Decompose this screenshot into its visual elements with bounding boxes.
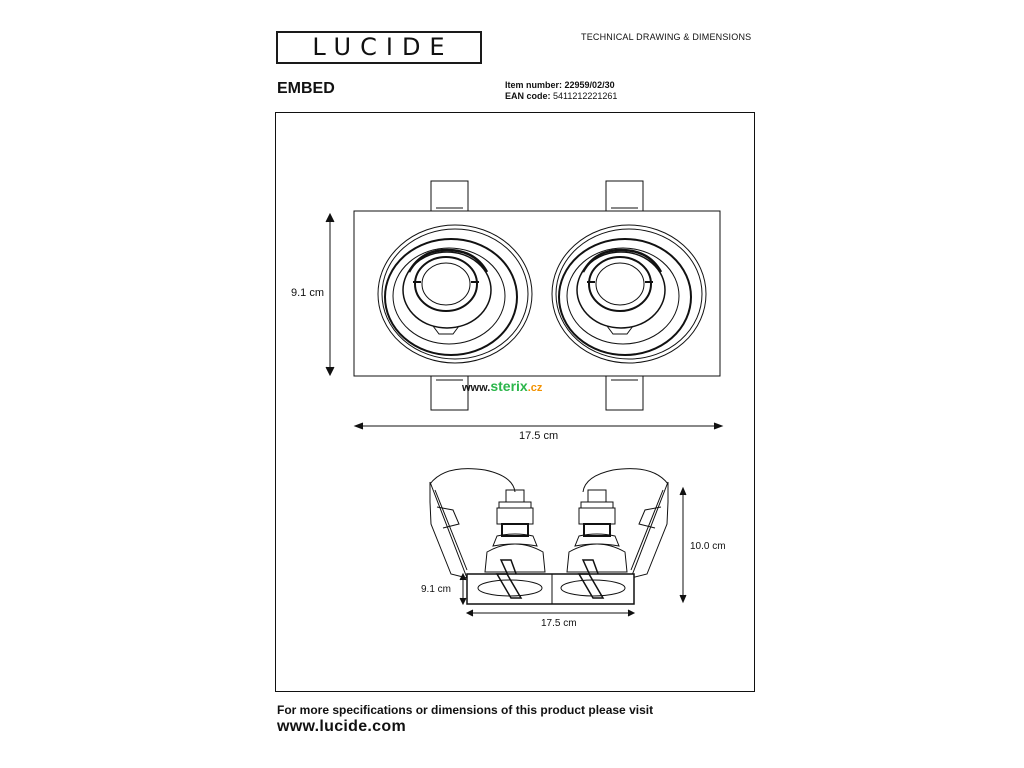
- watermark-prefix: www.: [462, 382, 491, 394]
- item-number-label: Item number:: [505, 80, 563, 90]
- drawing-frame: [275, 112, 755, 692]
- side-view-width-label: 17.5 cm: [541, 618, 577, 629]
- top-view-height-dimension: [325, 212, 335, 377]
- side-view: [429, 468, 687, 617]
- technical-drawing: 9.1 cm 17.5 cm 9.1 cm 10.0 cm 17.5 cm: [291, 180, 726, 629]
- footer-text: For more specifications or dimensions of…: [277, 703, 654, 717]
- document-title: TECHNICAL DRAWING & DIMENSIONS: [581, 32, 752, 42]
- ean-code-value: 5411212221261: [553, 91, 618, 101]
- side-view-height-label: 9.1 cm: [421, 584, 451, 595]
- ean-code-line: EAN code: 5411212221261: [505, 91, 617, 101]
- watermark-brand: sterix: [490, 378, 528, 394]
- top-view: [325, 180, 724, 430]
- mounting-clip-bottom-right: [605, 375, 644, 411]
- watermark: www.sterix.cz: [462, 378, 542, 394]
- side-view-width-dimension: [465, 609, 636, 617]
- side-view-height-dimension: [459, 572, 467, 606]
- brand-logo: LUCIDE: [276, 31, 482, 64]
- ean-code-label: EAN code:: [505, 91, 551, 101]
- item-number-line: Item number: 22959/02/30: [505, 80, 615, 90]
- watermark-tld: .cz: [527, 382, 543, 394]
- top-view-width-dimension: [353, 422, 724, 430]
- mounting-clip-top-right: [605, 180, 644, 212]
- side-view-frame: [466, 573, 635, 605]
- footer-link[interactable]: www.lucide.com: [277, 718, 406, 735]
- product-name: EMBED: [277, 80, 335, 97]
- side-view-total-height-dimension: [679, 486, 687, 604]
- lamp-socket-left: [484, 489, 546, 583]
- spot-left-top: [377, 224, 533, 364]
- item-number-value: 22959/02/30: [564, 80, 615, 90]
- side-view-total-height-label: 10.0 cm: [690, 541, 726, 552]
- lamp-socket-right: [566, 489, 628, 583]
- mounting-clip-top-left: [430, 180, 469, 212]
- spring-clip-left: [429, 468, 516, 579]
- top-view-width-label: 17.5 cm: [519, 430, 558, 442]
- top-view-height-label: 9.1 cm: [291, 287, 324, 299]
- spot-right-top: [551, 224, 707, 364]
